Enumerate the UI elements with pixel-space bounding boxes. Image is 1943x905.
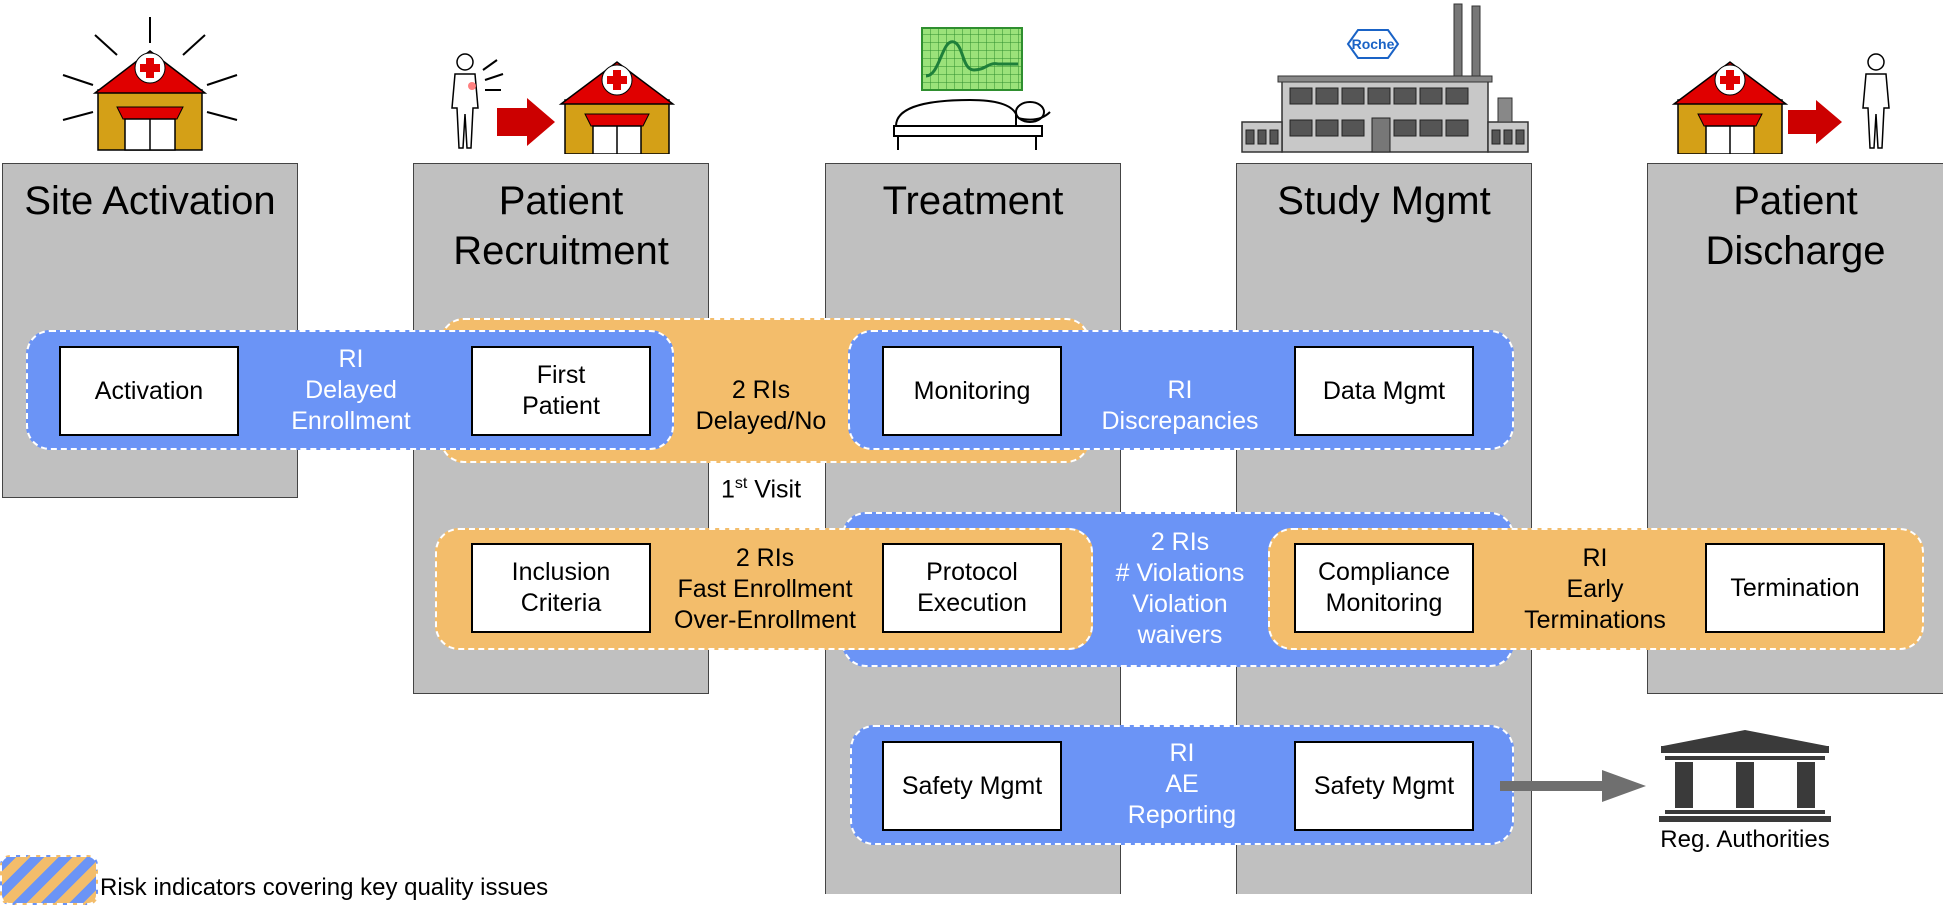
arrow-to-regulators-icon [1500, 770, 1646, 802]
box-compliance-monitoring: Compliance Monitoring [1294, 543, 1474, 633]
ri-discrepancies: RI Discrepancies [1101, 376, 1259, 435]
government-building-icon [1659, 730, 1831, 822]
legend-text: Risk indicators covering key quality iss… [100, 874, 549, 901]
ri-violations: 2 RIs # Violations Violation waivers [1115, 528, 1245, 649]
column-title-patient-discharge: Patient Discharge [1705, 179, 1886, 273]
box-protocol-execution: Protocol Execution [882, 543, 1062, 633]
hospital-to-patient-icon [1671, 53, 1890, 154]
ri-ae-reporting: RI AE Reporting [1127, 739, 1237, 829]
box-data-mgmt: Data Mgmt [1294, 346, 1474, 436]
column-title-site-activation: Site Activation [24, 179, 276, 223]
column-title-treatment: Treatment [882, 179, 1064, 223]
box-first-patient: First Patient [471, 346, 651, 436]
ri-first-visit-number: 1 [720, 475, 735, 504]
box-monitoring: Monitoring [882, 346, 1062, 436]
hospital-alert-icon [62, 17, 238, 151]
box-activation: Activation [59, 346, 239, 436]
patient-bed-monitor-icon [893, 27, 1051, 150]
ri-first-visit-suffix: Visit [747, 475, 802, 504]
roche-factory-icon: Roche [1241, 3, 1529, 153]
box-safety-mgmt-treatment: Safety Mgmt [882, 741, 1062, 831]
legend-swatch [0, 855, 98, 905]
ri-first-visit-lines: 2 RIs Delayed/No [695, 376, 827, 435]
reg-authorities-label: Reg. Authorities [1660, 826, 1830, 853]
ri-delayed-enrollment: RI Delayed Enrollment [291, 345, 411, 435]
box-termination: Termination [1705, 543, 1885, 633]
ri-first-visit: 2 RIs Delayed/No 1st Visit [676, 344, 846, 505]
box-inclusion-criteria: Inclusion Criteria [471, 543, 651, 633]
ri-fast-enrollment: 2 RIs Fast Enrollment Over-Enrollment [674, 544, 856, 634]
patient-to-hospital-icon [451, 53, 675, 154]
ri-early-terminations: RI Early Terminations [1524, 544, 1666, 634]
column-title-study-mgmt: Study Mgmt [1277, 179, 1491, 223]
column-title-patient-recruitment: Patient Recruitment [453, 179, 669, 273]
ri-first-visit-superscript: st [734, 475, 748, 492]
roche-logo-text: Roche [1352, 36, 1395, 52]
box-safety-mgmt-study: Safety Mgmt [1294, 741, 1474, 831]
